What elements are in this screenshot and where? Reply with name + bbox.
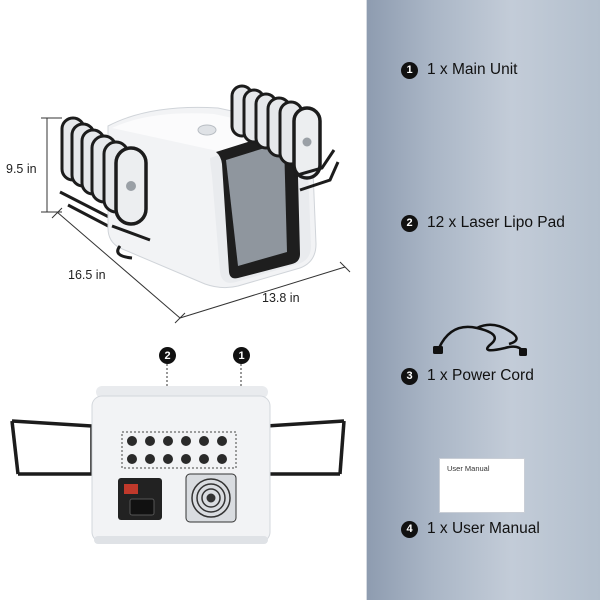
callout-badge-2: 2 <box>159 347 176 364</box>
callout-badge-1: 1 <box>233 347 250 364</box>
dimension-lines <box>41 117 351 324</box>
power-cord-icon <box>433 323 527 356</box>
right-pad-rack <box>293 149 340 192</box>
package-item-power-cord: 3 1 x Power Cord <box>401 367 534 385</box>
manual-icon: User Manual <box>439 458 525 513</box>
item-number-badge: 1 <box>401 61 418 79</box>
device-perspective-view <box>41 84 351 324</box>
item-label: 1 x Main Unit <box>427 61 518 78</box>
item-label: 12 x Laser Lipo Pad <box>427 214 565 231</box>
item-number-badge: 4 <box>401 520 418 538</box>
depth-dimension-label: 16.5 in <box>68 268 106 282</box>
item-label: 1 x User Manual <box>427 520 540 537</box>
pad-ports <box>127 436 227 464</box>
main-unit-body <box>107 106 317 289</box>
manual-card-text: User Manual <box>447 464 490 473</box>
width-dimension-label: 13.8 in <box>262 291 300 305</box>
package-item-laser-pads: 2 12 x Laser Lipo Pad <box>401 214 565 232</box>
left-laser-pads <box>60 116 148 226</box>
package-contents-panel: 1 1 x Main Unit 2 12 x Laser Lipo Pad 3 … <box>366 0 600 600</box>
product-illustration-panel: 9.5 in 16.5 in 13.8 in <box>6 84 351 544</box>
package-item-user-manual: 4 1 x User Manual <box>401 520 540 538</box>
device-back-view <box>10 364 346 544</box>
item-number-badge: 2 <box>401 214 418 232</box>
height-dimension-label: 9.5 in <box>6 162 37 176</box>
right-laser-pads <box>230 84 322 180</box>
item-label: 1 x Power Cord <box>427 367 534 384</box>
item-number-badge: 3 <box>401 367 418 385</box>
cooling-fan-icon <box>185 473 237 523</box>
power-socket-icon <box>118 478 162 520</box>
package-item-main-unit: 1 1 x Main Unit <box>401 61 517 79</box>
